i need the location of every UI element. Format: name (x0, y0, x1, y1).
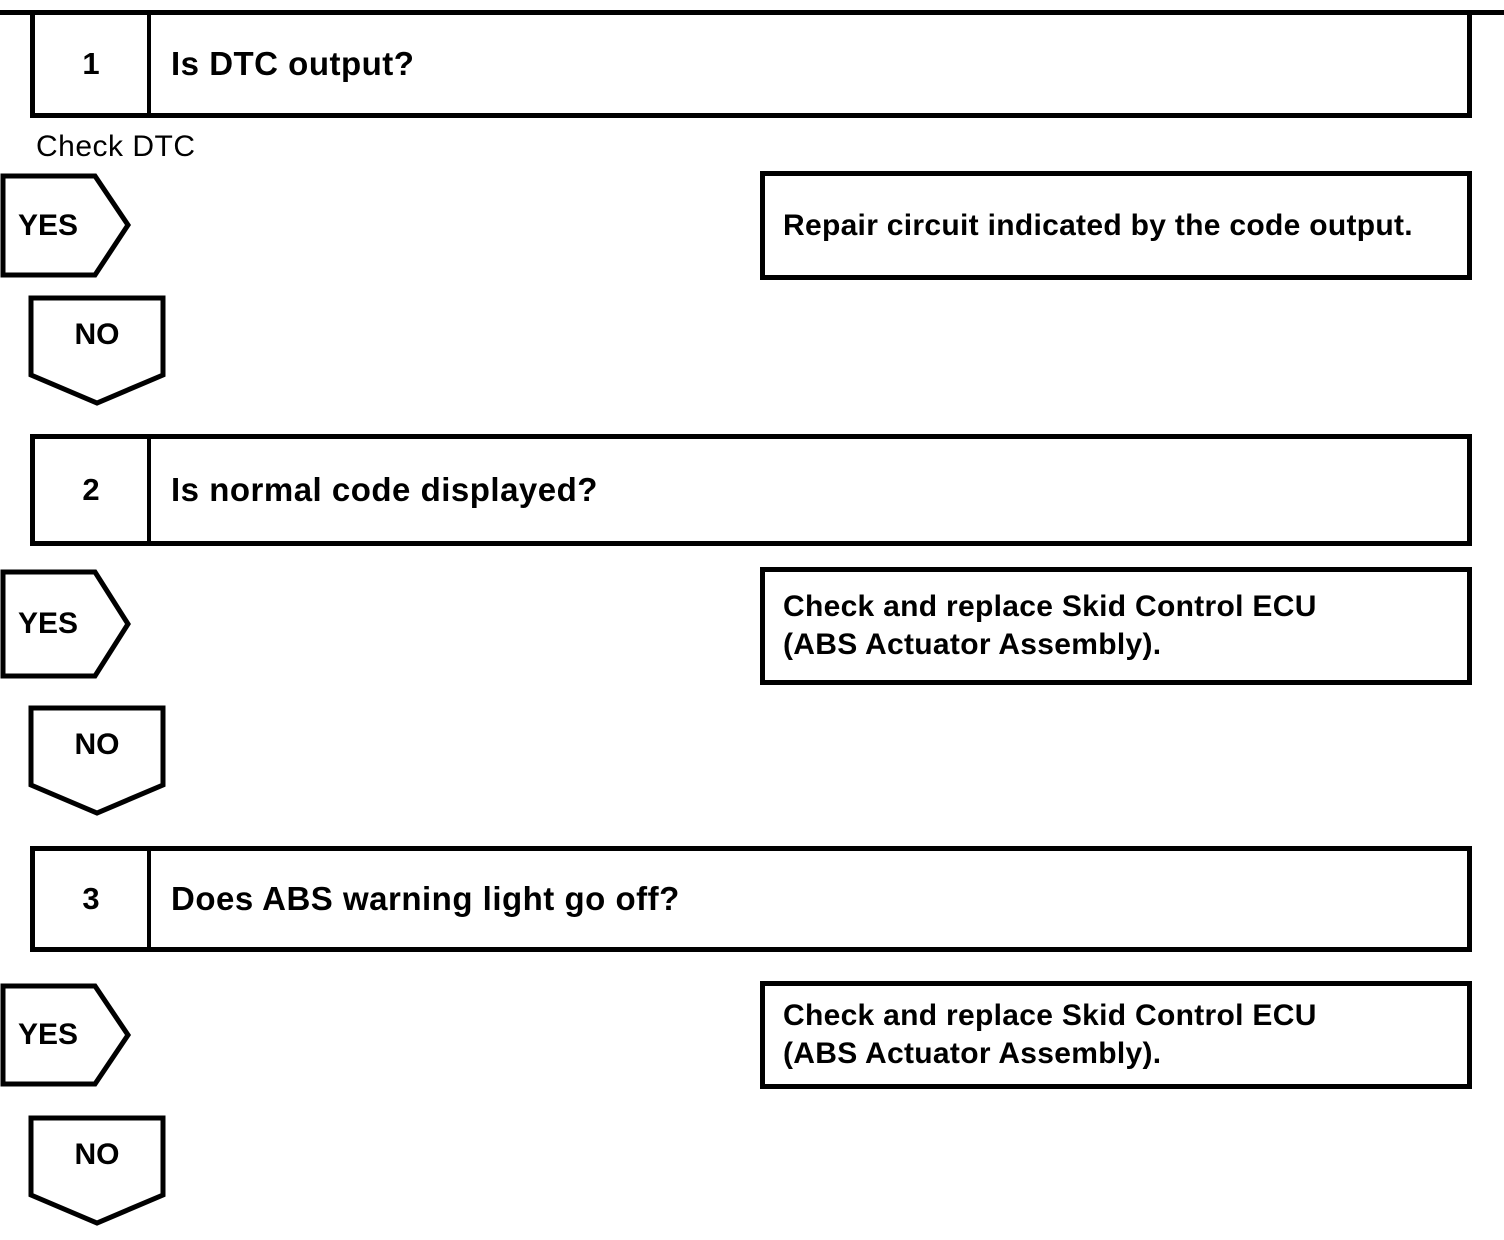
step-1-number: 1 (35, 15, 151, 113)
step-1-yes-result-box: Repair circuit indicated by the code out… (760, 171, 1472, 280)
step-1-question-box: 1 Is DTC output? (30, 10, 1472, 118)
step-3-yes-label: YES (17, 1018, 79, 1051)
step-1-yes-label: YES (17, 208, 79, 242)
step-1-no-arrow: NO (28, 295, 166, 407)
step-2-yes-result-box: Check and replace Skid Control ECU (ABS … (760, 567, 1472, 685)
step-3-no-label: NO (74, 1138, 120, 1171)
no-pentagon-icon (28, 1115, 166, 1226)
result-line: (ABS Actuator Assembly). (783, 628, 1162, 661)
step-2-number: 2 (35, 439, 151, 541)
yes-pentagon-icon (0, 569, 131, 679)
step-2-no-label: NO (74, 728, 120, 761)
no-pentagon-icon (28, 705, 166, 816)
check-dtc-note: Check DTC (36, 130, 196, 163)
step-3-yes-arrow: YES (0, 983, 132, 1087)
step-3-question: Does ABS warning light go off? (171, 880, 680, 917)
no-pentagon-icon (28, 295, 166, 406)
step-3-no-arrow: NO (28, 1115, 166, 1227)
yes-pentagon-icon (0, 173, 132, 278)
step-3-yes-result-box: Check and replace Skid Control ECU (ABS … (760, 981, 1472, 1089)
result-line: Check and replace Skid Control ECU (783, 999, 1317, 1032)
yes-pentagon-icon (0, 983, 132, 1087)
step-2-question-box: 2 Is normal code displayed? (30, 434, 1472, 546)
step-3-question-box: 3 Does ABS warning light go off? (30, 846, 1472, 952)
step-2-yes-label: YES (17, 607, 79, 640)
step-2-yes-arrow: YES (0, 569, 132, 679)
step-3-number: 3 (35, 851, 151, 947)
step-1-no-label: NO (74, 318, 120, 351)
step-1-yes-arrow: YES (0, 173, 132, 278)
result-line: (ABS Actuator Assembly). (783, 1037, 1162, 1070)
result-line: Check and replace Skid Control ECU (783, 590, 1317, 623)
result-line: Repair circuit indicated by the code out… (783, 208, 1413, 242)
step-1-question: Is DTC output? (171, 45, 415, 82)
step-2-no-arrow: NO (28, 705, 166, 817)
step-2-question: Is normal code displayed? (171, 471, 598, 508)
